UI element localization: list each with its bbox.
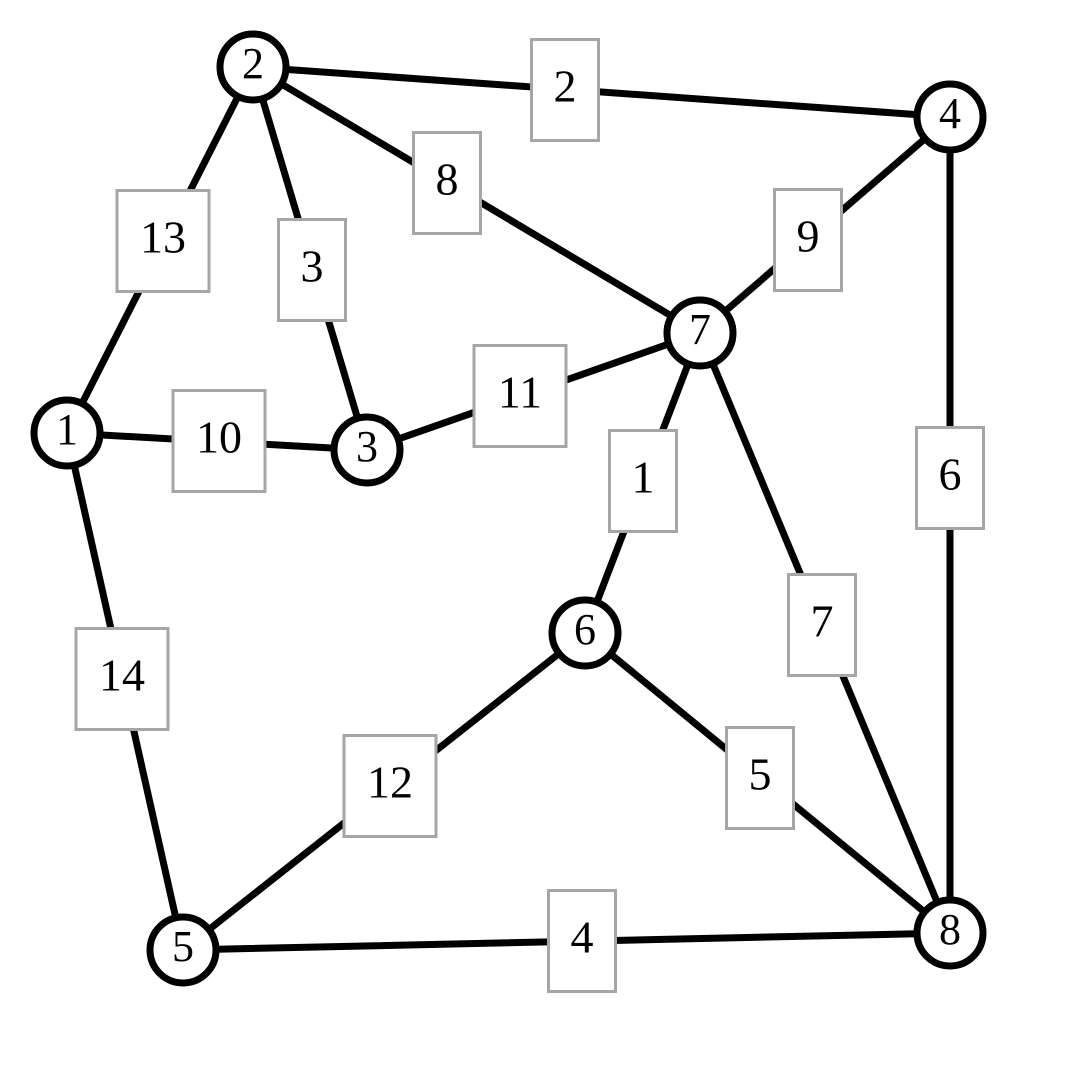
node-label: 7 — [689, 305, 711, 354]
edge-weight-6-5: 12 — [342, 734, 438, 838]
edge-weight-1-5: 14 — [74, 627, 170, 731]
node-8: 8 — [913, 896, 987, 970]
node-circle — [330, 413, 404, 487]
edge-weight-label: 5 — [749, 749, 772, 800]
edge-weight-box — [74, 627, 170, 731]
edge-weight-2-3: 3 — [277, 218, 347, 322]
edge-weight-label: 12 — [367, 757, 413, 808]
edge-weight-label: 9 — [797, 211, 820, 262]
edge-weight-4-7: 9 — [773, 188, 843, 292]
node-circle — [913, 80, 987, 154]
edge-weight-box — [412, 131, 482, 235]
node-label: 6 — [574, 605, 596, 654]
node-label: 2 — [242, 39, 264, 88]
edge-weight-box — [342, 734, 438, 838]
edge-weight-7-6: 1 — [608, 429, 678, 533]
node-2: 2 — [216, 30, 290, 104]
edge-weight-box — [277, 218, 347, 322]
edge-weight-label: 4 — [571, 912, 594, 963]
edge-weight-5-8: 4 — [547, 889, 617, 993]
edge-weight-label: 8 — [436, 154, 459, 205]
node-circle — [663, 296, 737, 370]
edge-weight-label: 11 — [498, 367, 542, 418]
edge-weight-box — [115, 189, 211, 293]
node-label: 5 — [172, 922, 194, 971]
edge-weight-box — [773, 188, 843, 292]
edge-weight-label: 2 — [554, 61, 577, 112]
edge-weight-label: 10 — [196, 412, 242, 463]
node-circle — [30, 396, 104, 470]
edge-weight-box — [547, 889, 617, 993]
edge-weight-box — [608, 429, 678, 533]
edge-weight-7-8: 7 — [787, 573, 857, 677]
node-4: 4 — [913, 80, 987, 154]
edge-weight-box — [472, 344, 568, 448]
edge-weight-box — [530, 38, 600, 142]
node-circle — [146, 913, 220, 987]
node-circle — [913, 896, 987, 970]
node-label: 3 — [356, 422, 378, 471]
node-label: 4 — [939, 89, 961, 138]
edge-weight-label: 13 — [140, 212, 186, 263]
edge-weight-box — [725, 726, 795, 830]
edge-weight-3-7: 11 — [472, 344, 568, 448]
edge-weight-6-8: 5 — [725, 726, 795, 830]
edge-weight-label: 1 — [632, 452, 655, 503]
edge-weight-2-1: 13 — [115, 189, 211, 293]
edge-weight-label: 14 — [99, 650, 145, 701]
node-5: 5 — [146, 913, 220, 987]
node-6: 6 — [548, 596, 622, 670]
edge-weight-label: 7 — [811, 596, 834, 647]
node-label: 8 — [939, 905, 961, 954]
edge-weight-2-4: 2 — [530, 38, 600, 142]
edge-weight-4-8: 6 — [915, 426, 985, 530]
edge-weight-box — [787, 573, 857, 677]
edge-weight-label: 6 — [939, 449, 962, 500]
edge-2-4 — [249, 63, 954, 121]
node-circle — [216, 30, 290, 104]
node-3: 3 — [330, 413, 404, 487]
edge-weight-box — [171, 389, 267, 493]
node-7: 7 — [663, 296, 737, 370]
node-label: 1 — [56, 405, 78, 454]
edge-weight-2-7: 8 — [412, 131, 482, 235]
node-1: 1 — [30, 396, 104, 470]
node-circle — [548, 596, 622, 670]
edge-weight-box — [915, 426, 985, 530]
edge-weight-label: 3 — [301, 241, 324, 292]
edge-weight-1-3: 10 — [171, 389, 267, 493]
